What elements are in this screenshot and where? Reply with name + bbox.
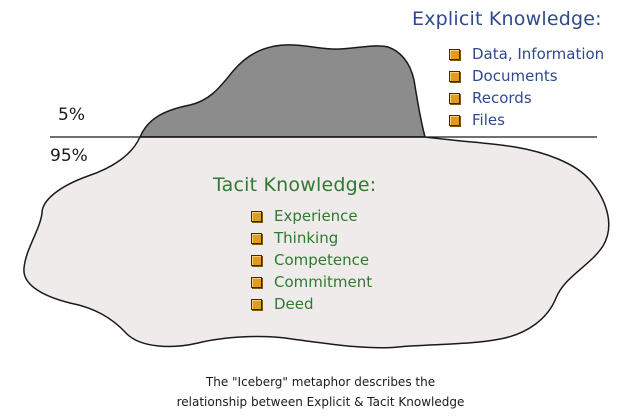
square-bullet-icon (251, 277, 262, 288)
list-item-label: Competence (274, 251, 370, 269)
caption-line-1: The "Iceberg" metaphor describes the (205, 375, 436, 389)
square-bullet-icon (449, 49, 460, 60)
iceberg-body (23, 136, 610, 349)
square-bullet-icon (251, 211, 262, 222)
square-bullet-icon (449, 93, 460, 104)
list-item-label: Files (472, 111, 505, 129)
square-bullet-icon (449, 71, 460, 82)
caption: The "Iceberg" metaphor describes the rel… (0, 372, 641, 412)
list-item-label: Documents (472, 67, 558, 85)
caption-line-2: relationship between Explicit & Tacit Kn… (176, 395, 465, 409)
square-bullet-icon (251, 255, 262, 266)
list-item-label: Records (472, 89, 532, 107)
list-item-label: Commitment (274, 273, 373, 291)
explicit-knowledge-title: Explicit Knowledge: (412, 8, 602, 30)
percent-above-label: 5% (58, 105, 85, 125)
list-item-label: Thinking (274, 229, 339, 247)
list-item-label: Deed (274, 295, 314, 313)
square-bullet-icon (251, 299, 262, 310)
percent-below-label: 95% (50, 146, 88, 166)
list-item-label: Experience (274, 207, 358, 225)
tacit-knowledge-title: Tacit Knowledge: (213, 174, 377, 196)
list-item-label: Data, Information (472, 45, 605, 63)
square-bullet-icon (449, 115, 460, 126)
square-bullet-icon (251, 233, 262, 244)
iceberg-tip (138, 44, 426, 138)
